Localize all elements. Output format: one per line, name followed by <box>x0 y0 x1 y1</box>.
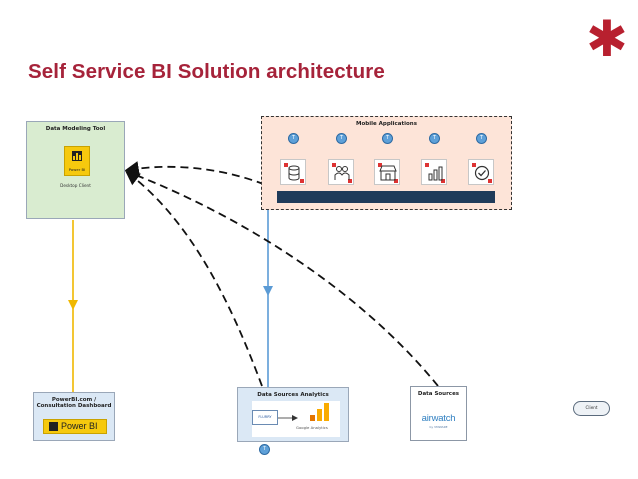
page-title: Self Service BI Solution architecture <box>28 60 385 83</box>
box-title: Mobile Applications <box>356 121 417 127</box>
mobile-app-bar <box>277 191 495 203</box>
box-title: Data Sources <box>417 391 460 397</box>
flurry-logo: FLURRY <box>252 410 278 425</box>
arrow-head-yellow <box>68 300 78 310</box>
t-marker: T <box>336 133 347 144</box>
database-app-icon <box>280 159 306 185</box>
powerbi-com-box: PowerBI.com / Consultation Dashboard Pow… <box>33 392 115 441</box>
power-bi-badge: Power BI <box>43 419 107 434</box>
power-bi-badge-label: Power BI <box>61 421 98 431</box>
google-analytics-icon <box>310 403 330 421</box>
power-bi-tile-label: Power BI <box>68 167 86 172</box>
desktop-client-label: Desktop Client <box>60 183 91 188</box>
shop-app-icon <box>374 159 400 185</box>
t-marker: T <box>476 133 487 144</box>
data-sources-analytics-box: Data Sources Analytics FLURRY Google Ana… <box>237 387 349 442</box>
users-app-icon <box>328 159 354 185</box>
google-analytics-label: Google Analytics <box>296 425 328 430</box>
box-title: Data Sources Analytics <box>257 392 329 398</box>
box-title: Data Modeling Tool <box>45 126 106 132</box>
power-bi-tile-icon: Power BI <box>64 146 90 176</box>
client-pill: Client <box>573 401 610 416</box>
arrow-head-blue <box>263 286 273 296</box>
check-app-icon <box>468 159 494 185</box>
t-marker: T <box>259 444 270 455</box>
mobile-applications-box: Mobile Applications T T T T T <box>261 116 512 210</box>
t-marker: T <box>288 133 299 144</box>
power-bi-icon <box>49 422 58 431</box>
dashed-arrow-sources <box>127 171 439 387</box>
t-marker: T <box>382 133 393 144</box>
analytics-card: FLURRY Google Analytics <box>252 401 340 437</box>
asterisk-logo: ✱ <box>586 10 628 68</box>
power-bi-icon <box>72 151 82 161</box>
arrow-right-icon <box>278 415 298 421</box>
chart-app-icon <box>421 159 447 185</box>
dashed-arrow-analytics <box>125 170 263 387</box>
t-marker: T <box>429 133 440 144</box>
airwatch-logo: airwatch <box>421 413 456 424</box>
data-sources-box: Data Sources airwatch by VMWARE <box>410 386 467 441</box>
airwatch-sub-label: by VMWARE <box>429 425 448 429</box>
box-title: PowerBI.com / Consultation Dashboard <box>36 397 112 409</box>
data-modeling-tool-box: Data Modeling Tool Power BI Desktop Clie… <box>26 121 125 219</box>
